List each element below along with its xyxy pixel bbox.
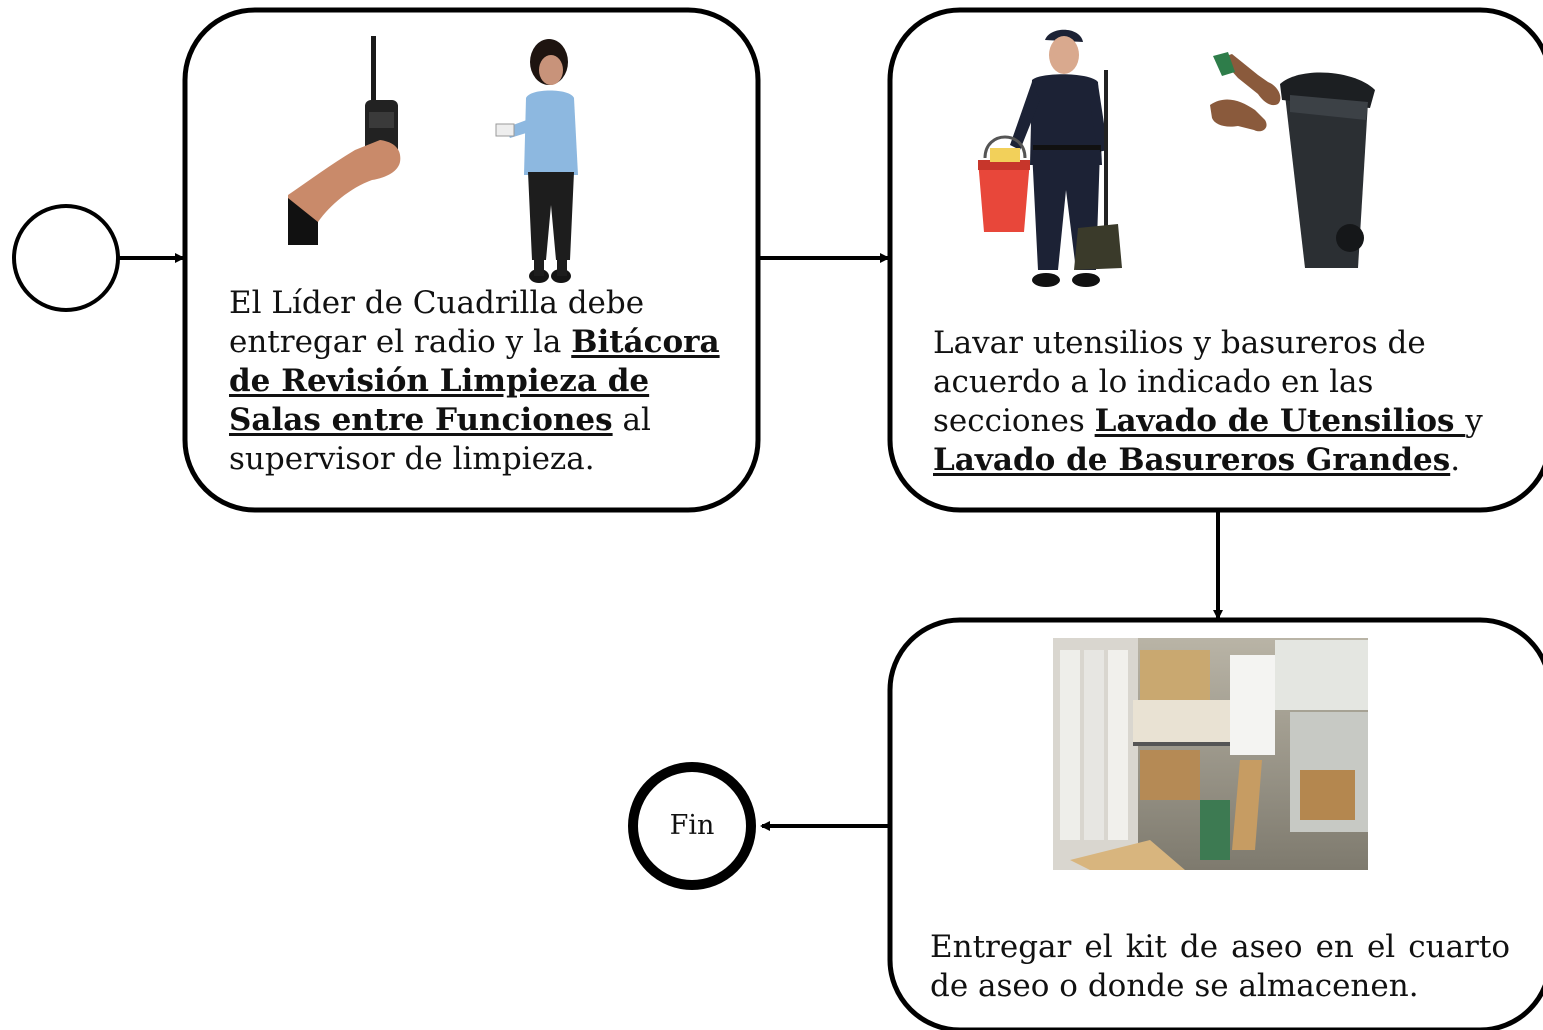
- hand-opening-trash-bin-picture: [1210, 52, 1375, 268]
- step-text-segment: .: [1450, 442, 1461, 478]
- step-1-text: El Líder de Cuadrilla debe entregar el r…: [229, 284, 729, 479]
- supervisor-with-clipboard-picture: [495, 39, 578, 283]
- step-text-segment: al supervisor de limpieza.: [229, 402, 651, 477]
- referenced-section-link: Lavado de Basureros Grandes: [933, 442, 1451, 478]
- end-node: [628, 762, 756, 890]
- hand-holding-radio-picture: [288, 36, 401, 245]
- step-1-box: [182, 7, 761, 513]
- janitor-with-bucket-and-dustpan-picture: [978, 29, 1122, 287]
- step-text-segment: Entregar el kit de aseo en el cuarto de …: [930, 929, 1510, 1004]
- step-2-text: Lavar utensilios y basureros de acuerdo …: [933, 324, 1503, 480]
- step-3-text: Entregar el kit de aseo en el cuarto de …: [930, 928, 1510, 1006]
- step-text-segment: El Líder de Cuadrilla debe entregar el r…: [229, 285, 645, 360]
- start-node: [12, 204, 120, 312]
- end-node-label: Fin: [669, 810, 715, 841]
- referenced-section-link: Lavado de Utensilios: [1094, 403, 1466, 439]
- cleaning-storage-room-photo: [1053, 638, 1368, 870]
- step-text-segment: y: [1465, 403, 1483, 439]
- step-text-segment: Lavar utensilios y basureros de acuerdo …: [933, 325, 1426, 439]
- referenced-section-link: Bitácora de Revisión Limpieza de Salas e…: [229, 324, 720, 438]
